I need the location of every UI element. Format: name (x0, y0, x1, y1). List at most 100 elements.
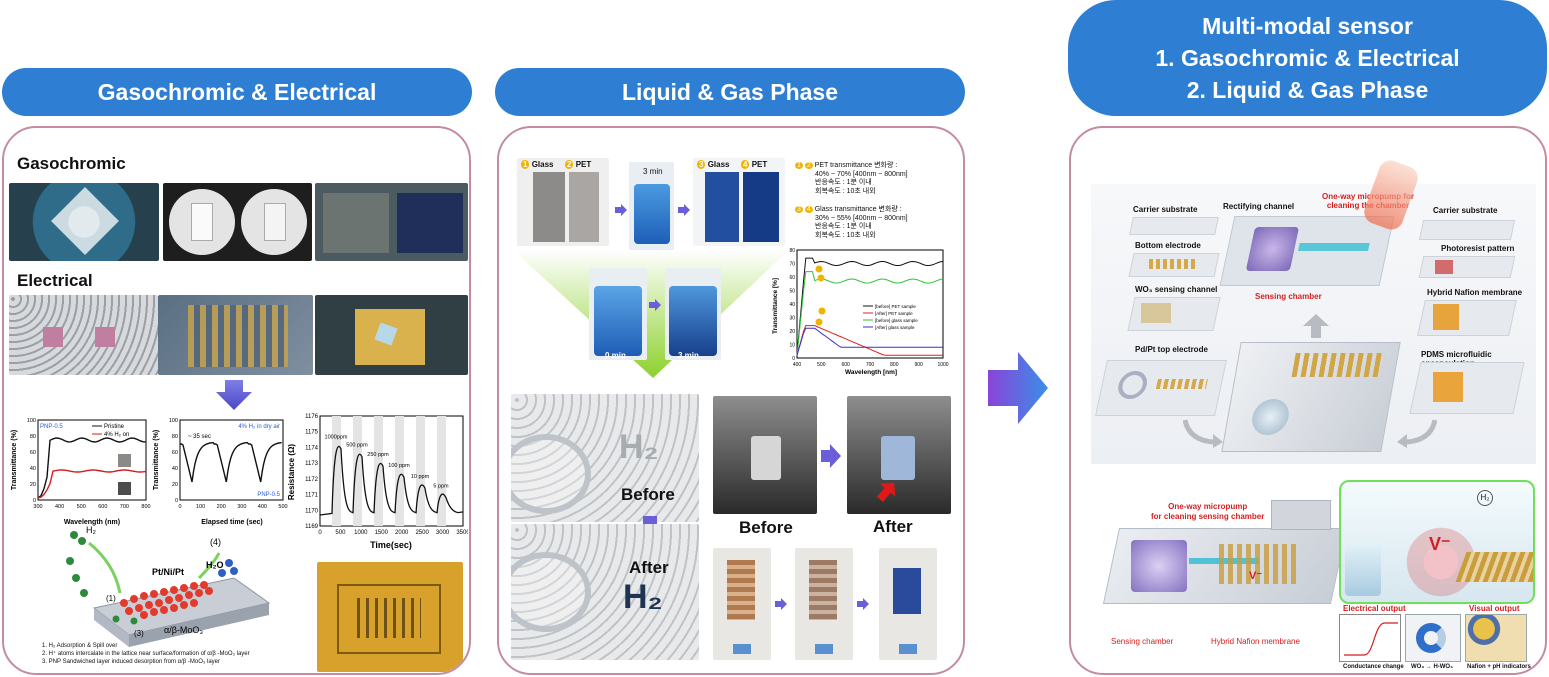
spectrum-legend-label: [After] glass sample (875, 325, 915, 330)
device-photo (317, 562, 463, 672)
chart2-ytick: 40 (172, 466, 178, 472)
chart3-ytick: 1174 (305, 445, 319, 451)
hybrid-nafion-bottom: Hybrid Nafion membrane (1211, 637, 1300, 646)
chart3-xtick: 2500 (415, 530, 429, 536)
glass-info-2: 반응속도 : 1분 이내 (815, 223, 872, 230)
chart3-ytick: 1169 (305, 524, 319, 530)
note-1: 1. H₂ Adsorption & Spill over (42, 643, 118, 649)
left-layer-stack: Carrier substrate Bottom electrode WO₃ s… (1111, 203, 1221, 403)
chart3-peak-label: 1000ppm (325, 435, 348, 441)
chart3-ytick: 1172 (305, 477, 319, 483)
pet-info-1: 40% ~ 70% [400nm ~ 800nm] (815, 170, 908, 178)
valve-after-photo (847, 396, 951, 514)
spectrum-xtick: 800 (890, 362, 899, 368)
chart2-xtick: 300 (237, 504, 246, 510)
spectrum-ylabel: Transmittance [%] (772, 278, 779, 334)
spectrum-ytick: 10 (789, 343, 795, 349)
red-arrow-icon (877, 482, 896, 502)
chart3-xlabel: Time(sec) (370, 540, 412, 550)
chart1-xtick: 400 (55, 504, 64, 510)
spectrum-legend-label: [before] glass sample (875, 318, 918, 323)
pet-label-1: PET (575, 160, 592, 169)
up-arrow-icon (1303, 314, 1329, 338)
glass-pet-photo-before: 1 Glass 2 PET (517, 158, 609, 246)
pdpt-electrode: Pd/Pt top electrode (1135, 345, 1208, 354)
before-label-2: Before (739, 518, 793, 537)
beaker-0min-photo (589, 268, 647, 360)
chart3-peak-label: 100 ppm (388, 463, 410, 469)
chart1-xtick: 800 (141, 504, 150, 510)
electrical-label: Electrical (17, 271, 93, 290)
photoresist-pattern: Photoresist pattern (1441, 244, 1515, 253)
chart2-xtick: 200 (217, 504, 226, 510)
glass-info-3: 회복속도 : 10초 내외 (815, 231, 876, 239)
mech-layer: Pt/Ni/Pt (152, 567, 184, 577)
spectrum-ytick: 80 (789, 248, 795, 254)
chart3-exposure-band (395, 416, 404, 526)
spectrum-ytick: 0 (792, 356, 795, 362)
h2-before-photo: H₂ (511, 394, 699, 522)
chart2-xtick: 400 (258, 504, 267, 510)
mech-oxide: α/β-MoO₃ (164, 625, 203, 635)
vial-photo-1 (713, 548, 771, 660)
nafion-ph-label: Nafion + pH indicators (1467, 664, 1531, 670)
spectrum-xlabel: Wavelength [nm] (845, 369, 897, 376)
chart1-xlabel: Wavelength (nm) (64, 519, 120, 526)
chart1-tag: PNP-0.5 (40, 424, 63, 430)
chart3-ylabel: Resistance (Ω) (287, 444, 296, 501)
h2-text-after: H₂ (623, 578, 663, 616)
electrical-photo-3 (315, 295, 468, 375)
zoom-inset: V⁻ H₂ (1339, 480, 1535, 604)
chart1-xtick: 300 (33, 504, 42, 510)
after-label-2: After (873, 517, 913, 536)
chart2-tag: PNP-0.5 (257, 492, 280, 498)
green-funnel-arrow (513, 250, 789, 378)
zero-min-label: 0 min (605, 351, 626, 360)
right-arrow-icon (649, 299, 661, 311)
spectrum-ytick: 70 (789, 262, 795, 268)
h2-text-before: H₂ (619, 428, 659, 466)
chart3-xtick: 2000 (395, 530, 409, 536)
beaker-3min-photo: 3 min (629, 162, 674, 250)
chart2-ytick: 20 (172, 482, 178, 488)
mech-n1: (1) (106, 594, 116, 603)
chart2-ytick: 60 (172, 450, 178, 456)
spectrum-xtick: 500 (817, 362, 826, 368)
chart2-annot: ~ 35 sec (188, 434, 211, 440)
gasochromic-photo-3 (315, 183, 468, 261)
panel-liquid-gas-phase: 1 Glass 2 PET 3 min 3 Glass 4 PET 0 min … (497, 126, 965, 675)
badge-4-pet: 4 PET (741, 160, 767, 169)
chart1-xtick: 700 (120, 504, 129, 510)
gasochromic-label: Gasochromic (17, 154, 126, 173)
spectrum-xtick: 1000 (937, 362, 948, 368)
down-arrow-icon (216, 380, 252, 410)
glass-info-0: Glass transmittance 변화량 : (814, 206, 902, 213)
pdpt-layer (1095, 360, 1227, 416)
vial-photo-3 (879, 548, 937, 660)
micropump-bottom-line2: for cleaning sensing chamber (1151, 512, 1265, 521)
right-arrow-icon (678, 204, 690, 216)
chart3-ytick: 1176 (305, 414, 319, 420)
chart1-ytick: 80 (30, 434, 36, 440)
header-multi-line2: 1. Gasochromic & Electrical (1155, 45, 1460, 71)
chart2-ytick: 80 (172, 434, 178, 440)
spectrum-legend-label: [before] PET sample (875, 304, 916, 309)
micropump-bottom-line1: One-way micropump (1168, 502, 1248, 511)
spectrum-xtick: 900 (914, 362, 923, 368)
pet-label-2: PET (751, 160, 768, 169)
sensing-chamber-top: Sensing chamber (1255, 292, 1322, 301)
carrier-substrate-right: Carrier substrate (1433, 206, 1498, 215)
chart1-ytick: 60 (30, 450, 36, 456)
chart3-ytick: 1173 (305, 461, 319, 467)
beaker-3min-photo-2 (665, 268, 721, 360)
badge-2: 2 (565, 160, 574, 169)
chart3-xtick: 0 (318, 530, 322, 536)
chart3-exposure-band (437, 416, 446, 526)
chart1-xtick: 500 (77, 504, 86, 510)
chart2-xtick: 500 (278, 504, 287, 510)
mech-n4: (4) (210, 537, 221, 547)
big-right-arrow-icon (988, 352, 1048, 424)
spectrum-ytick: 20 (789, 329, 795, 335)
